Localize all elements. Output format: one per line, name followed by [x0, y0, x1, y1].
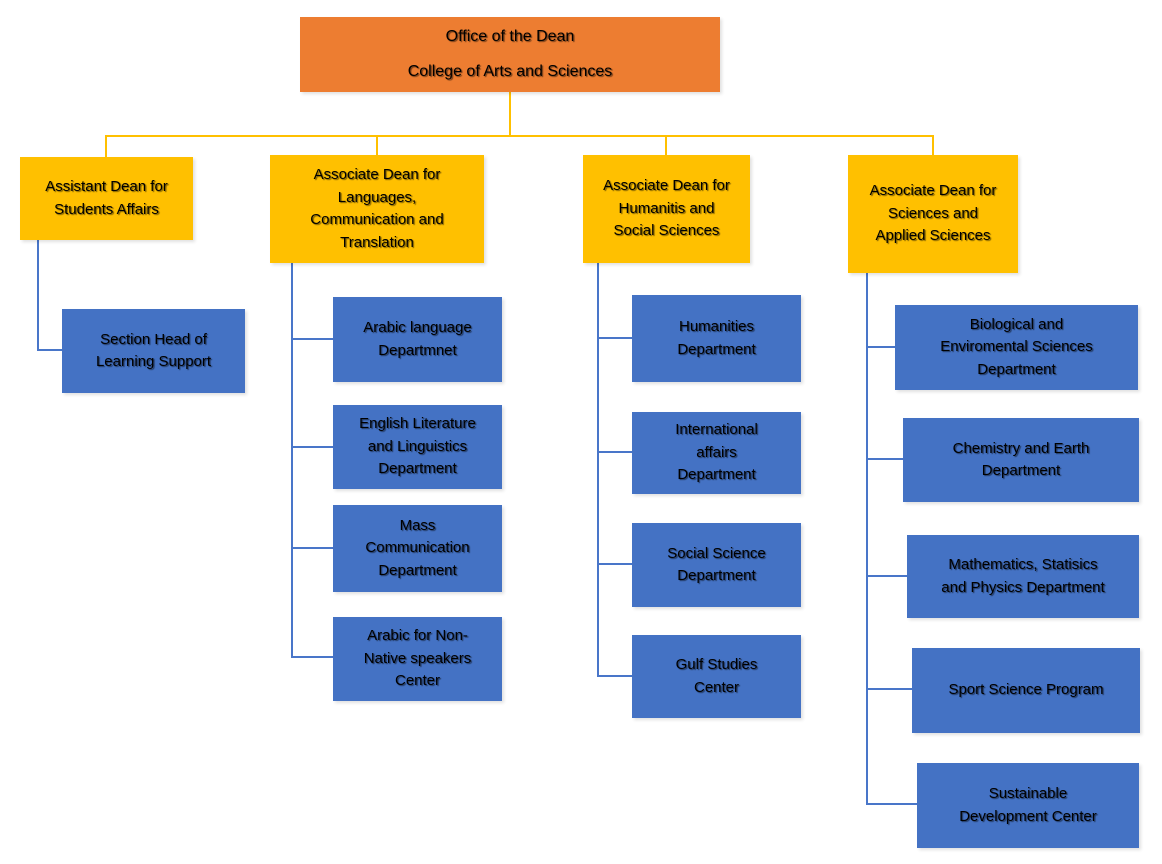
connector-col2-trunk — [291, 263, 293, 658]
org-node-associate-dean-sciences: Associate Dean for Sciences and Applied … — [848, 155, 1018, 273]
org-node-sustainable-development-center: Sustainable Development Center — [917, 763, 1139, 848]
org-node-associate-dean-languages: Associate Dean for Languages, Communicat… — [270, 155, 484, 263]
root-subtitle: College of Arts and Sciences — [407, 63, 613, 80]
connector-col2-elbow-1 — [291, 446, 334, 448]
connector-col4-trunk — [866, 273, 868, 805]
connector-col2-elbow-3 — [291, 656, 334, 658]
org-node-sport-science-program: Sport Science Program — [912, 648, 1140, 733]
connector-col3-elbow-0 — [597, 337, 633, 339]
org-node-arabic-non-native-speakers-center: Arabic for Non- Native speakers Center — [333, 617, 502, 701]
root-title: Office of the Dean — [445, 28, 575, 45]
connector-drop-branch-3 — [932, 135, 934, 155]
org-node-gulf-studies-center: Gulf Studies Center — [632, 635, 801, 718]
connector-col3-elbow-3 — [597, 675, 633, 677]
org-node-associate-dean-humanities: Associate Dean for Humanitis and Social … — [583, 155, 750, 263]
connector-drop-branch-0 — [105, 135, 107, 157]
org-node-english-literature-linguistics-department: English Literature and Linguistics Depar… — [333, 405, 502, 489]
org-node-mathematics-statistics-physics-department: Mathematics, Statisics and Physics Depar… — [907, 535, 1139, 618]
connector-root-trunk — [509, 92, 511, 136]
connector-col4-elbow-1 — [866, 458, 904, 460]
connector-drop-branch-2 — [665, 135, 667, 155]
org-node-arabic-language-department: Arabic language Departmnet — [333, 297, 502, 382]
org-node-office-of-the-dean: Office of the Dean College of Arts and S… — [300, 17, 720, 92]
org-node-assistant-dean-students-affairs: Assistant Dean for Students Affairs — [20, 157, 193, 240]
org-node-biological-environmental-sciences-department: Biological and Enviromental Sciences Dep… — [895, 305, 1138, 390]
connector-col1-elbow-0 — [37, 349, 63, 351]
connector-top-horizontal — [105, 135, 934, 137]
org-node-section-head-learning-support: Section Head of Learning Support — [62, 309, 245, 393]
connector-col1-trunk — [37, 240, 39, 351]
org-node-social-science-department: Social Science Department — [632, 523, 801, 607]
connector-col4-elbow-0 — [866, 346, 896, 348]
connector-col4-elbow-4 — [866, 803, 918, 805]
org-node-chemistry-earth-department: Chemistry and Earth Department — [903, 418, 1139, 502]
connector-col2-elbow-0 — [291, 338, 334, 340]
connector-col4-elbow-3 — [866, 688, 913, 690]
org-node-humanities-department: Humanities Department — [632, 295, 801, 382]
connector-col3-elbow-2 — [597, 563, 633, 565]
connector-drop-branch-1 — [376, 135, 378, 155]
connector-col3-trunk — [597, 263, 599, 677]
org-node-international-affairs-department: International affairs Department — [632, 412, 801, 494]
connector-col2-elbow-2 — [291, 547, 334, 549]
connector-col4-elbow-2 — [866, 575, 908, 577]
connector-col3-elbow-1 — [597, 451, 633, 453]
org-node-mass-communication-department: Mass Communication Department — [333, 505, 502, 592]
